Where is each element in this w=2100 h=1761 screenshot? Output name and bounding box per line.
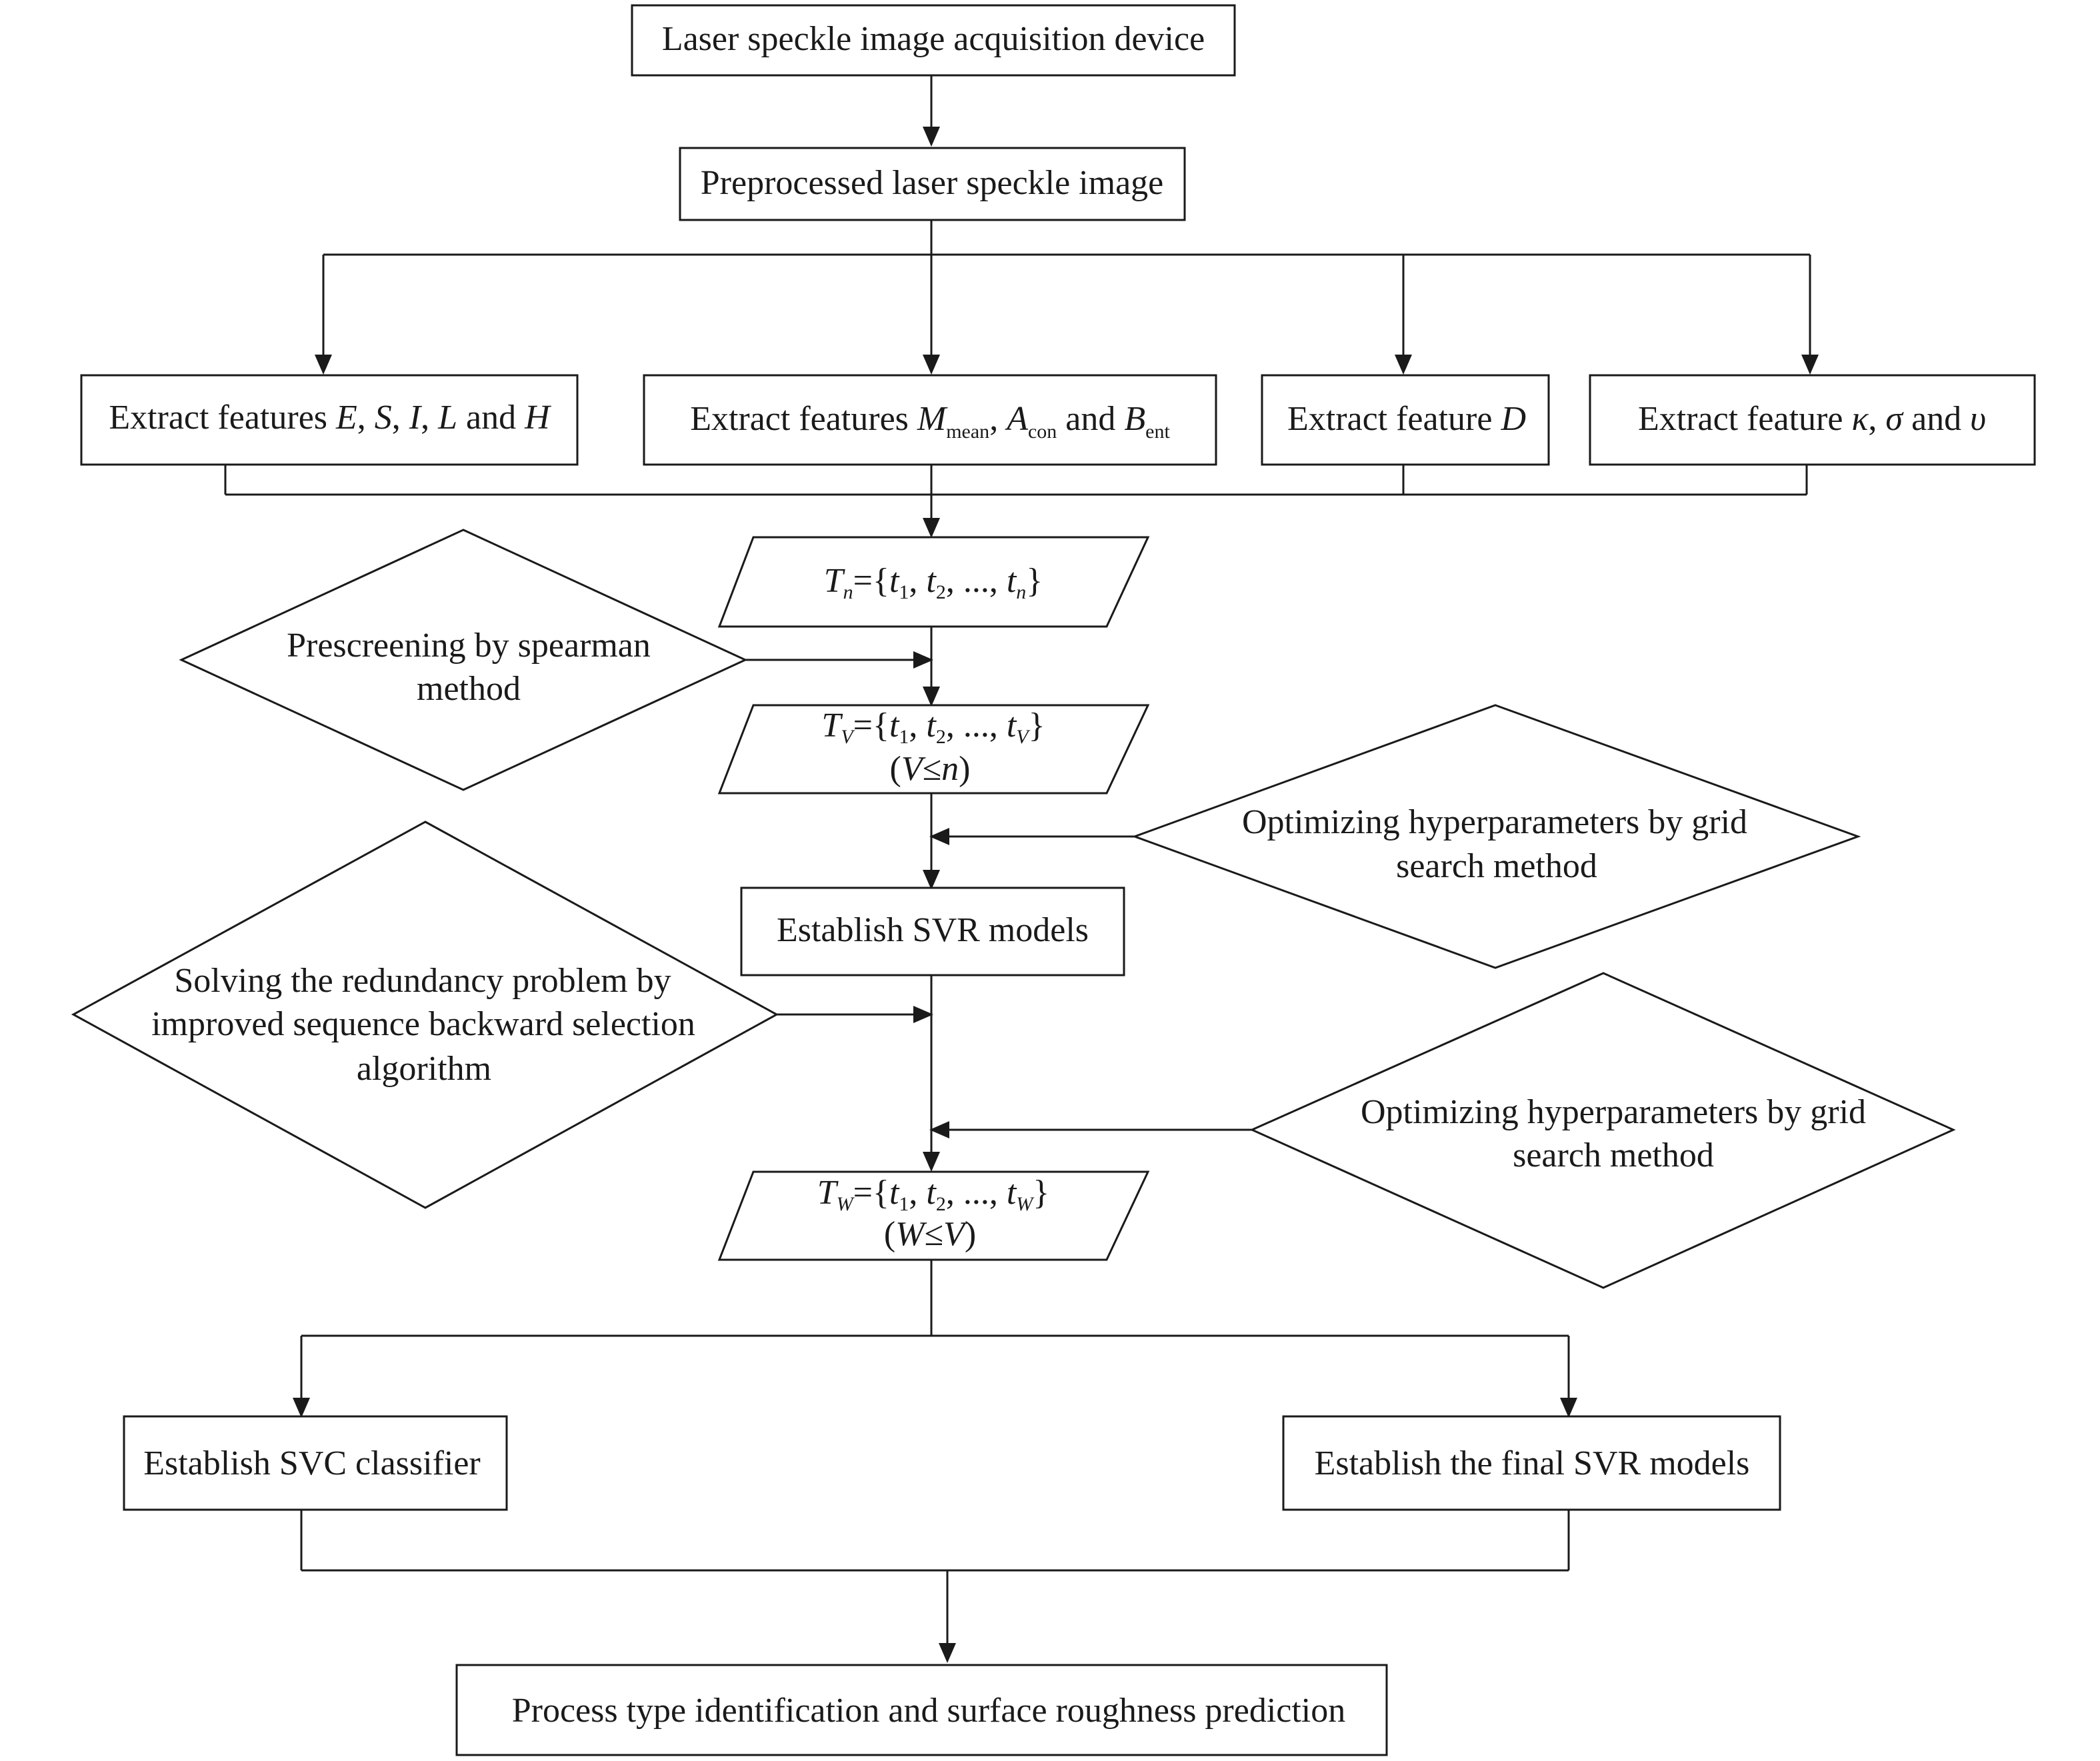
final-svr-label: Establish the final SVR models <box>1315 1444 1750 1482</box>
set-tw: TW={t1, t2, ..., tW} (W≤V) <box>717 1170 1150 1261</box>
set-tv-label: TV={t1, t2, ..., tV} <box>821 707 1045 748</box>
decision-grid-2-line-1: Optimizing hyperparameters by grid <box>1361 1093 1866 1131</box>
set-tv: TV={t1, t2, ..., tV} (V≤n) <box>717 704 1150 795</box>
arrowhead <box>939 1643 956 1663</box>
arrowhead <box>923 355 940 375</box>
preprocessed-step: Preprocessed laser speckle image <box>679 147 1186 221</box>
set-tw-label: TW={t1, t2, ..., tW} <box>817 1174 1050 1215</box>
decision-redundancy-line-3: algorithm <box>357 1050 491 1088</box>
feature-box-2: Extract features Mmean, Acon and Bent <box>643 374 1217 466</box>
arrowhead <box>923 870 940 890</box>
decision-grid-2-line-2: search method <box>1513 1136 1714 1174</box>
set-tw-condition: (W≤V) <box>884 1215 976 1253</box>
decision-spearman-line-2: method <box>417 670 521 708</box>
acquisition-step: Laser speckle image acquisition device <box>631 4 1236 77</box>
feature-4-label: Extract feature κ, σ and υ <box>1638 400 1986 438</box>
arrowhead <box>913 1006 933 1023</box>
arrowhead <box>1801 355 1819 375</box>
arrowheads <box>293 127 1819 1663</box>
svr-label: Establish SVR models <box>777 911 1089 949</box>
preprocessed-label: Preprocessed laser speckle image <box>701 164 1163 202</box>
arrowhead <box>1560 1398 1577 1418</box>
arrowhead <box>293 1398 310 1418</box>
decision-grid-search-1: Optimizing hyperparameters by grid searc… <box>1131 704 1861 969</box>
feature-3-label: Extract feature D <box>1287 400 1526 438</box>
final-svr-step: Establish the final SVR models <box>1282 1415 1781 1511</box>
feature-1-label: Extract features E, S, I, L and H <box>109 399 551 437</box>
connectors <box>224 75 1811 1646</box>
set-tv-condition: (V≤n) <box>890 750 971 788</box>
svr-step: Establish SVR models <box>740 886 1125 976</box>
decision-redundancy-line-2: improved sequence backward selection <box>151 1005 695 1043</box>
arrowhead <box>923 687 940 707</box>
decision-redundancy-line-1: Solving the redundancy problem by <box>174 962 671 1000</box>
feature-box-1: Extract features E, S, I, L and H <box>80 374 579 466</box>
arrowhead <box>929 828 949 845</box>
feature-box-3: Extract feature D <box>1261 374 1550 466</box>
output-step: Process type identification and surface … <box>455 1664 1388 1756</box>
feature-2-label: Extract features Mmean, Acon and Bent <box>690 400 1170 443</box>
arrowhead <box>923 1152 940 1172</box>
arrowhead <box>315 355 332 375</box>
svc-step: Establish SVC classifier <box>123 1415 508 1511</box>
feature-box-4: Extract feature κ, σ and υ <box>1589 374 2036 466</box>
decision-grid-search-2: Optimizing hyperparameters by grid searc… <box>1249 972 1956 1289</box>
acquisition-label: Laser speckle image acquisition device <box>662 20 1205 58</box>
svc-label: Establish SVC classifier <box>143 1444 481 1482</box>
arrowhead <box>1395 355 1412 375</box>
set-tn-label: Tn={t1, t2, ..., tn} <box>824 562 1043 603</box>
decision-grid-1-line-2: search method <box>1396 847 1597 885</box>
arrowhead <box>913 651 933 669</box>
arrowhead <box>923 127 940 147</box>
decision-grid-1-line-1: Optimizing hyperparameters by grid <box>1242 803 1747 841</box>
output-label: Process type identification and surface … <box>512 1692 1346 1730</box>
decision-redundancy: Solving the redundancy problem by improv… <box>71 821 779 1209</box>
decision-spearman: Prescreening by spearman method <box>179 529 748 791</box>
decision-spearman-line-1: Prescreening by spearman <box>287 627 651 665</box>
arrowhead <box>923 518 940 538</box>
set-tn: Tn={t1, t2, ..., tn} <box>717 536 1150 628</box>
arrowhead <box>929 1121 949 1138</box>
